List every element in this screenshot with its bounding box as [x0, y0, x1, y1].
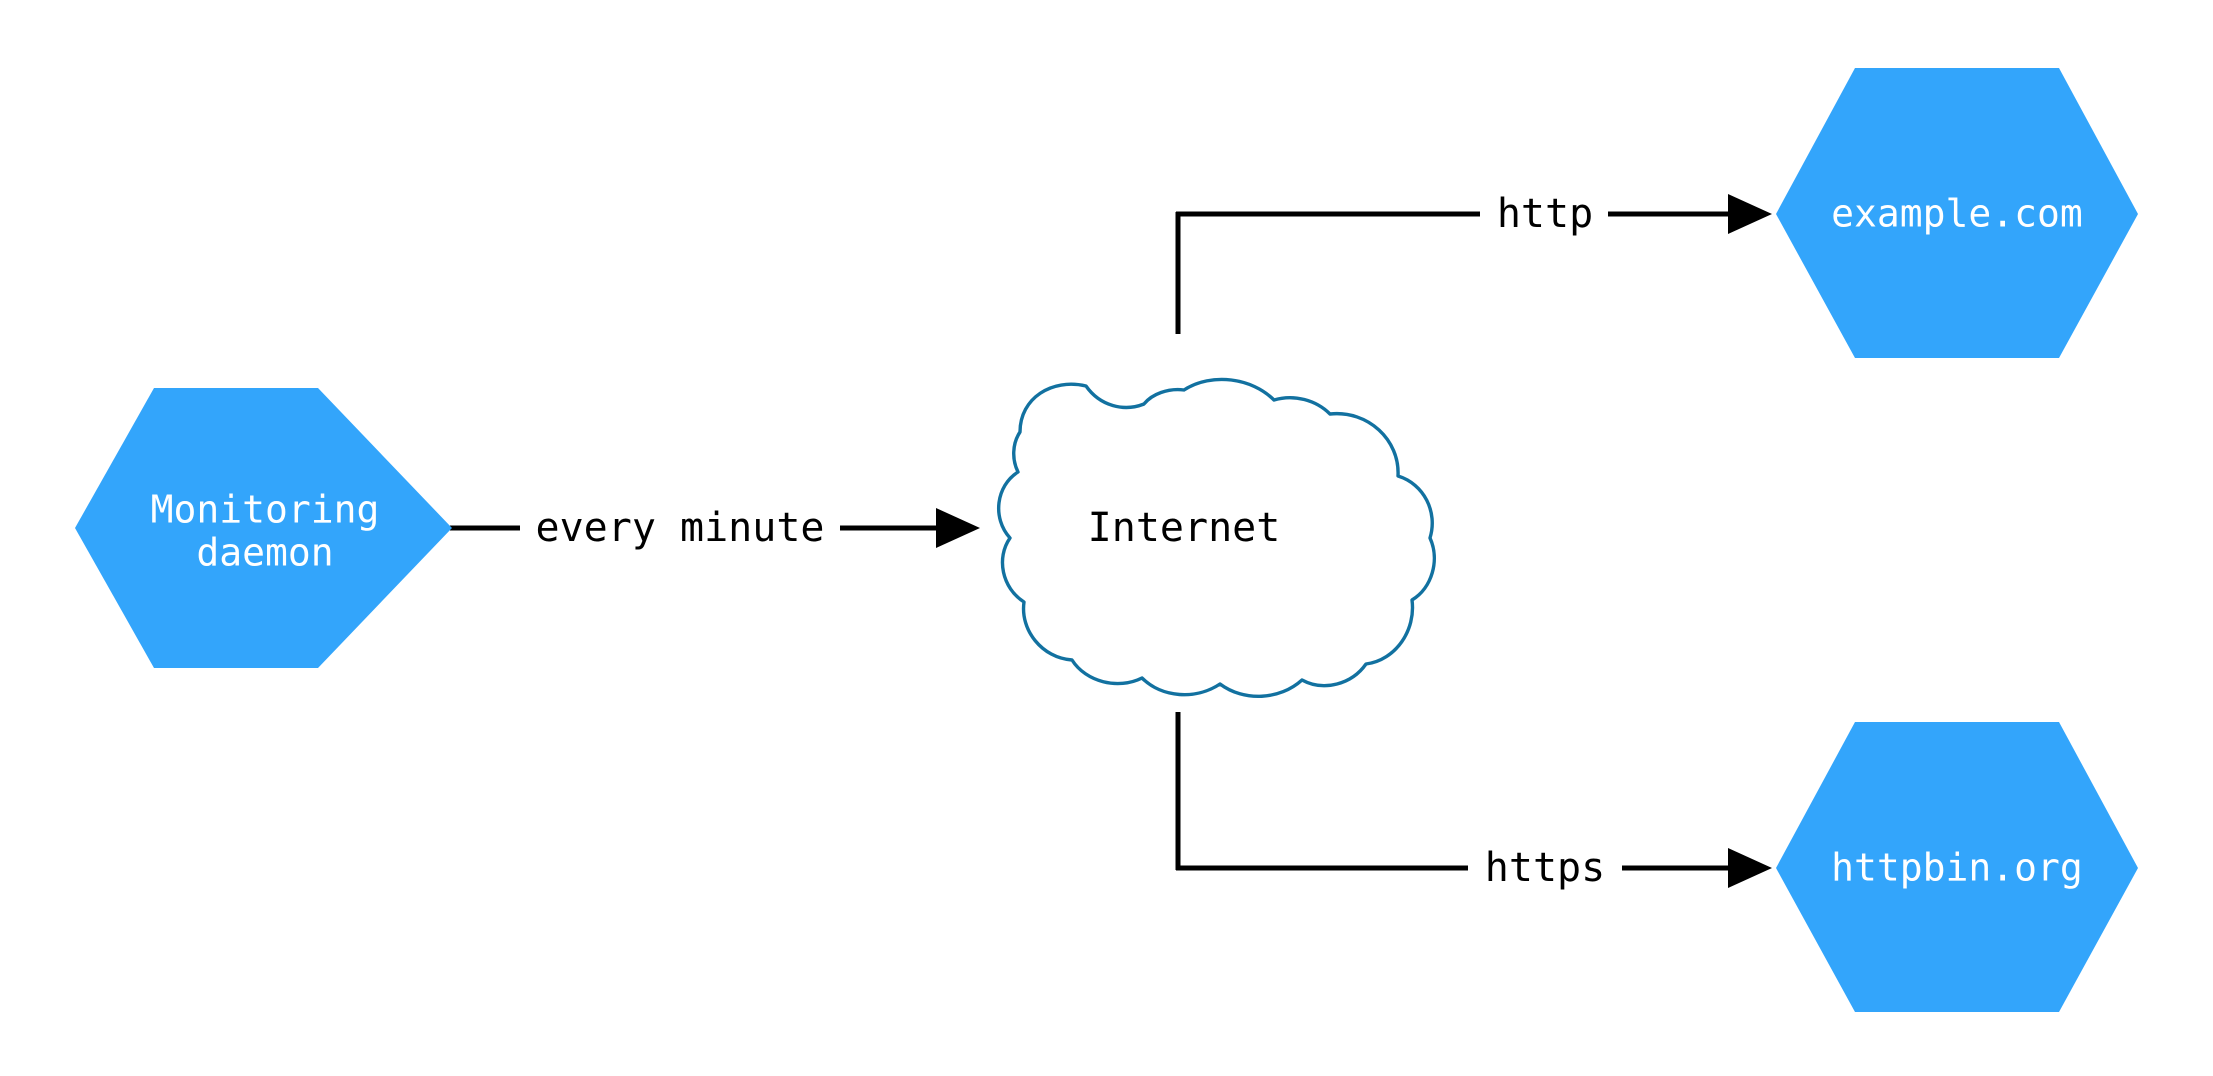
node-httpbin-org[interactable]: httpbin.org — [1776, 722, 2138, 1012]
hexagon-shape — [75, 388, 452, 668]
edge-label-every-minute: every minute — [536, 505, 825, 551]
node-label-monitoring-daemon-line2: daemon — [196, 531, 333, 575]
node-label-internet: Internet — [1088, 505, 1281, 551]
edge-label-https: https — [1485, 845, 1605, 891]
hexagon-shape — [1776, 722, 2138, 1012]
node-monitoring-daemon[interactable]: Monitoring daemon — [75, 388, 452, 668]
edge-label-http: http — [1497, 191, 1593, 237]
node-label-monitoring-daemon-line1: Monitoring — [151, 488, 380, 532]
node-label-httpbin-org: httpbin.org — [1831, 846, 2083, 890]
arrowhead-icon — [1728, 194, 1772, 234]
node-example-com[interactable]: example.com — [1776, 68, 2138, 358]
node-internet[interactable]: Internet — [997, 377, 1436, 698]
edge-internet-to-httpbin[interactable]: https — [1175, 712, 1772, 891]
cloud-shape — [997, 377, 1436, 698]
node-label-example-com: example.com — [1831, 192, 2083, 236]
hexagon-shape — [1776, 68, 2138, 358]
arrowhead-icon — [1728, 848, 1772, 888]
edge-daemon-to-internet[interactable]: every minute — [450, 505, 980, 551]
arrowhead-icon — [936, 508, 980, 548]
edge-internet-to-example[interactable]: http — [1175, 191, 1772, 334]
